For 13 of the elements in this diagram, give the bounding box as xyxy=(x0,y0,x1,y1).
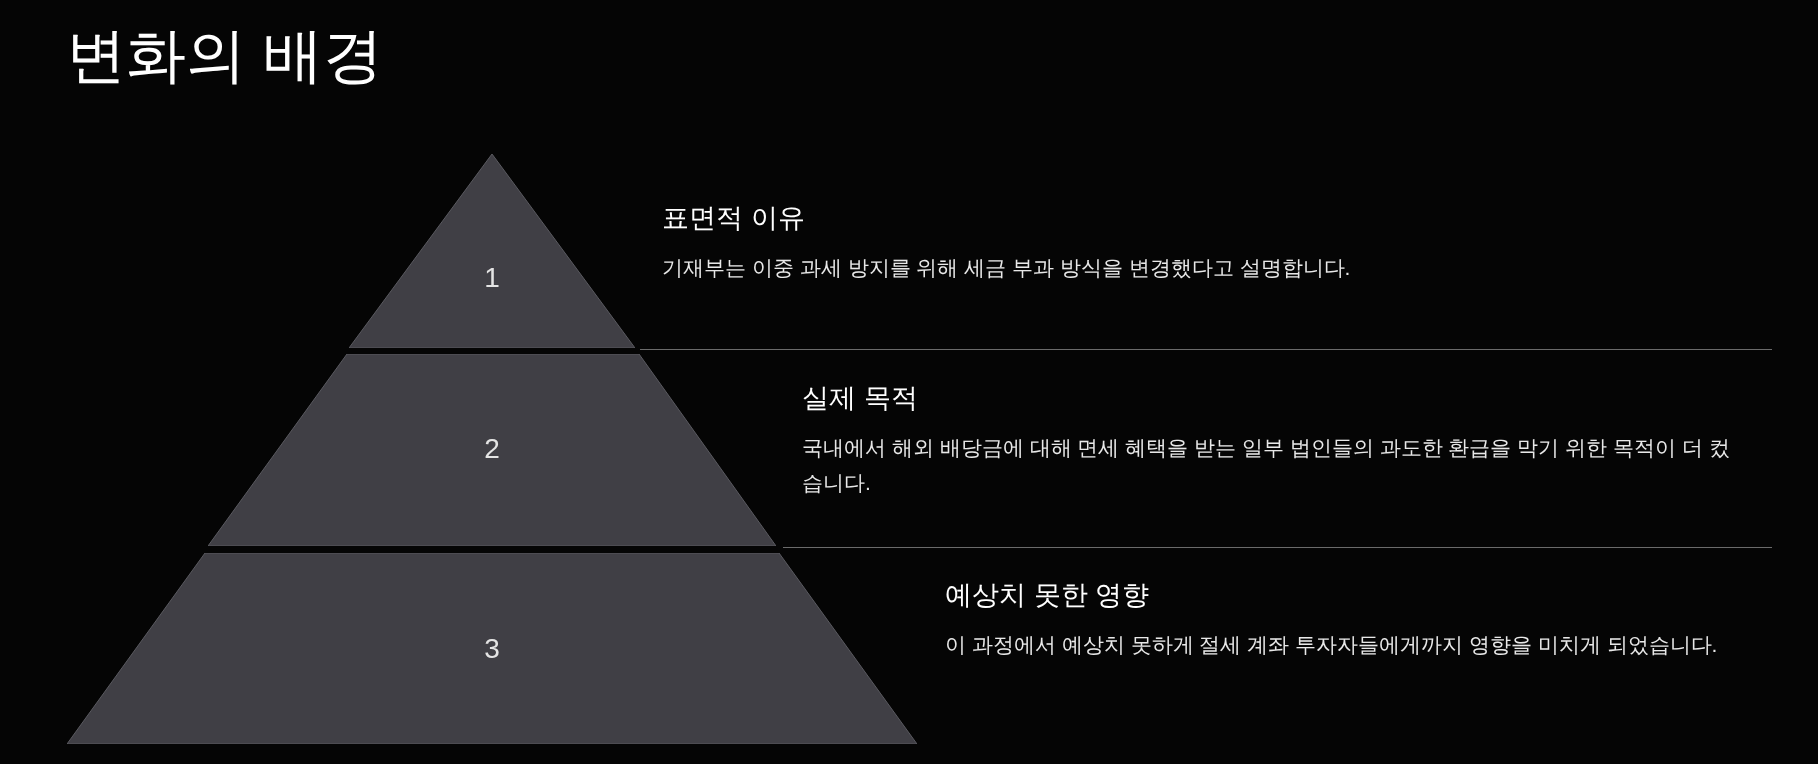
tier-heading: 실제 목적 xyxy=(802,382,919,415)
tier-number: 2 xyxy=(484,433,500,465)
title: 변화의 배경 xyxy=(66,21,383,91)
pyramid-tier xyxy=(208,354,776,546)
tier-description: 기재부는 이중 과세 방지를 위해 세금 부과 방식을 변경했다고 설명합니다. xyxy=(662,255,1352,281)
tier-heading: 예상치 못한 영향 xyxy=(945,579,1150,612)
pyramid-tier xyxy=(349,154,635,348)
tier-description: 국내에서 해외 배당금에 대해 면세 혜택을 받는 일부 법인들의 과도한 환급을 막기 위한 목적이 더 컸습니다. xyxy=(802,435,1731,496)
pyramid-tier xyxy=(67,553,917,744)
tier-number: 1 xyxy=(484,262,500,294)
tier-number: 3 xyxy=(484,633,500,665)
tier-description: 이 과정에서 예상치 못하게 절세 계좌 투자자들에게까지 영향을 미치게 되었습니다. xyxy=(945,632,1719,658)
tier-heading: 표면적 이유 xyxy=(662,202,806,235)
